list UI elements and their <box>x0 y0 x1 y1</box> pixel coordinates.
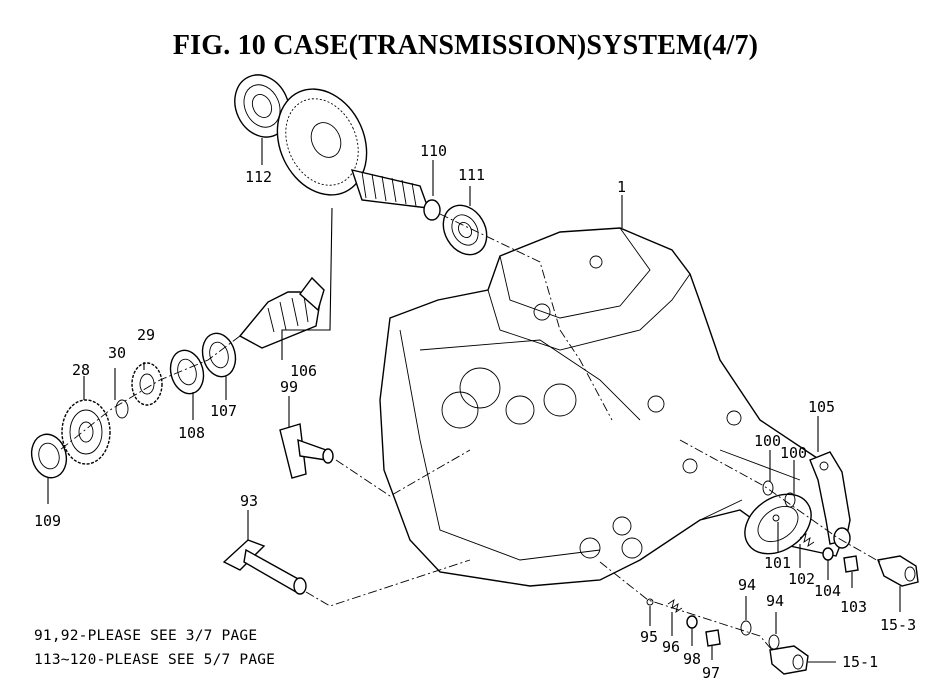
lever-105 <box>809 451 851 549</box>
shaft-110 <box>350 169 441 221</box>
callout-110: 110 <box>420 142 447 160</box>
bearing-107 <box>201 332 237 378</box>
pinion-shaft-106 <box>238 276 325 349</box>
callout-104: 104 <box>814 582 841 600</box>
callout-100b: 100 <box>780 444 807 462</box>
callout-labels: 1 15-1 15-3 28 29 30 93 94 94 95 96 97 9… <box>34 142 916 682</box>
oring-100b <box>784 492 796 508</box>
gear-28 <box>61 399 111 465</box>
callout-28: 28 <box>72 361 90 379</box>
callout-103: 103 <box>840 598 867 616</box>
note-line-1: 91,92-PLEASE SEE 3/7 PAGE <box>34 628 258 644</box>
callout-101: 101 <box>764 554 791 572</box>
gear-29 <box>131 362 163 406</box>
callout-100a: 100 <box>754 432 781 450</box>
callout-93: 93 <box>240 492 258 510</box>
spring-96 <box>667 598 683 614</box>
circlip-30 <box>115 399 129 419</box>
plug-103 <box>843 555 859 573</box>
bearing-108 <box>169 349 205 395</box>
bearing-112 <box>234 74 290 138</box>
ball-95 <box>646 598 654 606</box>
callout-96: 96 <box>662 638 680 656</box>
callout-102: 102 <box>788 570 815 588</box>
part-93 <box>222 539 307 595</box>
transmission-case <box>379 227 851 587</box>
callout-99: 99 <box>280 378 298 396</box>
note-line-2: 113~120-PLEASE SEE 5/7 PAGE <box>34 652 276 668</box>
oring-94b <box>768 634 780 650</box>
seal-104 <box>822 547 834 561</box>
plug-97 <box>705 629 721 647</box>
oring-100a <box>762 480 774 496</box>
callout-15-1: 15-1 <box>842 653 878 671</box>
leader-lines <box>47 138 901 663</box>
callout-15-3: 15-3 <box>880 616 916 634</box>
callout-97: 97 <box>702 664 720 682</box>
callout-108: 108 <box>178 424 205 442</box>
seal-98 <box>686 615 698 629</box>
part-15-3 <box>877 555 919 587</box>
callout-111: 111 <box>458 166 485 184</box>
callout-109: 109 <box>34 512 61 530</box>
callout-30: 30 <box>108 344 126 362</box>
callout-107: 107 <box>210 402 237 420</box>
callout-1: 1 <box>617 178 626 196</box>
callout-106: 106 <box>290 362 317 380</box>
callout-94a: 94 <box>738 576 756 594</box>
callout-98: 98 <box>683 650 701 668</box>
assembly-axis-lines <box>59 213 881 651</box>
oring-94a <box>740 620 752 636</box>
callout-112: 112 <box>245 168 272 186</box>
part-99 <box>279 423 334 479</box>
part-15-1 <box>769 645 809 675</box>
bearing-111 <box>442 204 488 256</box>
bearing-109 <box>30 433 68 479</box>
spring-102 <box>799 532 815 548</box>
figure-title: FIG. 10 CASE(TRANSMISSION)SYSTEM(4/7) <box>172 30 759 61</box>
ball-101 <box>772 514 780 522</box>
callout-95: 95 <box>640 628 658 646</box>
callout-29: 29 <box>137 326 155 344</box>
bevel-gear <box>276 88 368 196</box>
callout-105: 105 <box>808 398 835 416</box>
callout-94b: 94 <box>766 592 784 610</box>
